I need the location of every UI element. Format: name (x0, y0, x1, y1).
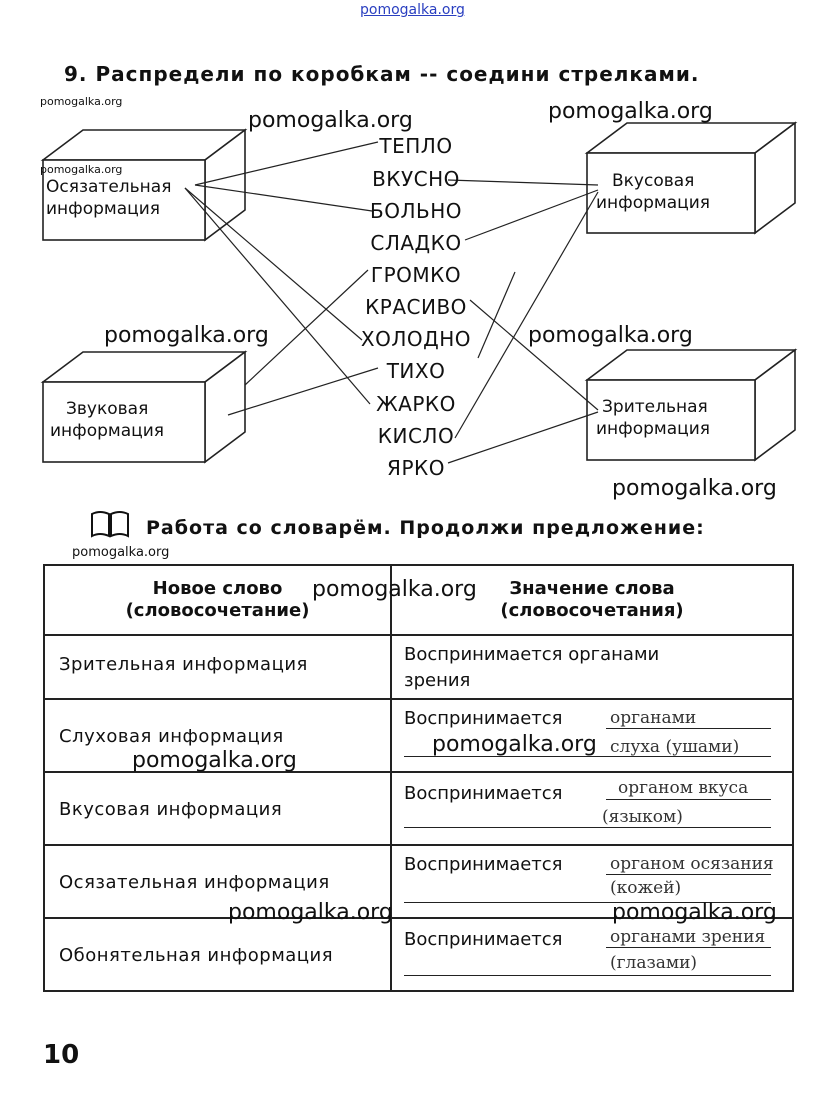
box-sound-line1: Звуковая (66, 399, 149, 419)
handwritten-answer-2[interactable]: слуха (ушами) (610, 737, 740, 757)
header-left-line1: Новое слово (152, 578, 283, 599)
watermark: pomogalka.org (548, 99, 713, 124)
watermark-top[interactable]: pomogalka.org (360, 2, 465, 18)
meaning-prefix: Воспринимается (404, 929, 563, 950)
handwritten-answer-1[interactable]: органами зрения (610, 927, 766, 947)
box-tactile-line1: Осязательная (46, 177, 172, 197)
connection-diagram (40, 121, 798, 464)
box-taste-shape (584, 121, 798, 235)
word-item: БОЛЬНО (369, 199, 462, 223)
box-visual-shape (584, 348, 798, 462)
page-number: 10 (43, 1040, 80, 1070)
meaning-prefix: Воспринимается (404, 854, 563, 875)
meaning-cell: Воспринимается органами зрения (глазами) (390, 917, 794, 992)
word-item: ЖАРКО (376, 392, 456, 416)
box-tactile-line2: информация (46, 199, 160, 219)
table-row: Вкусовая информация Воспринимается орган… (43, 771, 794, 846)
box-sound-line2: информация (50, 421, 164, 441)
meaning-prefix: Воспринимается (404, 783, 563, 804)
term-cell: Вкусовая информация (43, 771, 392, 846)
watermark: pomogalka.org (40, 95, 123, 108)
meaning-prefix: Воспринимается (404, 708, 563, 729)
box-taste-label: Вкусовая информация (596, 170, 710, 214)
watermark: pomogalka.org (132, 748, 297, 773)
box-sound-label: Звуковая информация (50, 398, 164, 442)
meaning-cell: Воспринимается органами слуха (ушами) (390, 698, 794, 773)
handwritten-answer-2[interactable]: (языком) (602, 807, 683, 827)
table-row: Зрительная информация Воспринимается орг… (43, 634, 794, 700)
meaning-cell: Воспринимается органом вкуса (языком) (390, 771, 794, 846)
handwritten-answer-1[interactable]: органами (610, 708, 697, 728)
word-item: ЯРКО (387, 456, 445, 480)
header-right: Значение слова (словосочетания) (390, 564, 794, 636)
meaning-cell: Воспринимается органами зрения (390, 634, 794, 700)
handwritten-answer-2[interactable]: (глазами) (610, 953, 698, 973)
watermark: pomogalka.org (72, 545, 170, 560)
table-row: Осязательная информация Воспринимается о… (43, 844, 794, 919)
header-right-line2: (словосочетания) (500, 600, 684, 621)
word-item: ГРОМКО (370, 263, 462, 287)
watermark: pomogalka.org (312, 577, 477, 602)
connection-lines (184, 141, 599, 464)
task-title: Распредели по коробкам -- соедини стрелк… (95, 62, 700, 86)
box-visual-label: Зрительная информация (596, 396, 710, 440)
header-right-line1: Значение слова (509, 578, 675, 599)
box-tactile-label: Осязательная информация (46, 176, 171, 220)
watermark: pomogalka.org (612, 900, 777, 925)
dictionary-title: Работа со словарём. Продолжи предложение… (146, 517, 705, 539)
table-header-row: Новое слово (словосочетание) Значение сл… (43, 564, 794, 636)
book-icon (90, 508, 130, 544)
box-visual-line1: Зрительная (602, 397, 708, 417)
table-row: Слуховая информация Воспринимается орган… (43, 698, 794, 773)
word-item: ХОЛОДНО (360, 327, 472, 351)
task-number: 9. (64, 62, 88, 86)
word-item: ТИХО (386, 359, 446, 383)
watermark: pomogalka.org (40, 163, 123, 176)
word-item: КРАСИВО (365, 295, 467, 319)
task-heading: 9. Распредели по коробкам -- соедини стр… (64, 62, 699, 86)
term-cell: Зрительная информация (43, 634, 392, 700)
table-row: Обонятельная информация Воспринимается о… (43, 917, 794, 992)
header-left-line2: (словосочетание) (125, 600, 310, 621)
meaning-cell: Воспринимается органом осязания (кожей) (390, 844, 794, 919)
handwritten-answer-1[interactable]: органом осязания (610, 854, 774, 874)
watermark: pomogalka.org (432, 732, 597, 757)
box-taste-line1: Вкусовая (612, 171, 695, 191)
term-cell: Слуховая информация (43, 698, 392, 773)
meaning-line2: зрения (404, 670, 471, 691)
box-tactile-shape (40, 128, 248, 242)
word-item: КИСЛО (377, 424, 455, 448)
box-visual-line2: информация (596, 419, 710, 439)
handwritten-answer-1[interactable]: органом вкуса (618, 778, 749, 798)
dictionary-table: Новое слово (словосочетание) Значение сл… (43, 564, 794, 992)
watermark: pomogalka.org (528, 323, 693, 348)
watermark: pomogalka.org (228, 900, 393, 925)
header-left: Новое слово (словосочетание) (43, 564, 392, 636)
term-cell: Обонятельная информация (43, 917, 392, 992)
word-item: ВКУСНО (372, 167, 460, 191)
meaning-line1: Воспринимается органами (404, 644, 660, 665)
box-taste-line2: информация (596, 193, 710, 213)
box-sound-shape (40, 350, 248, 464)
word-item: СЛАДКО (370, 231, 462, 255)
word-item: ТЕПЛО (379, 134, 453, 158)
term-cell: Осязательная информация (43, 844, 392, 919)
watermark: pomogalka.org (612, 476, 777, 501)
watermark: pomogalka.org (248, 108, 413, 133)
watermark: pomogalka.org (104, 323, 269, 348)
handwritten-answer-2[interactable]: (кожей) (610, 878, 682, 898)
